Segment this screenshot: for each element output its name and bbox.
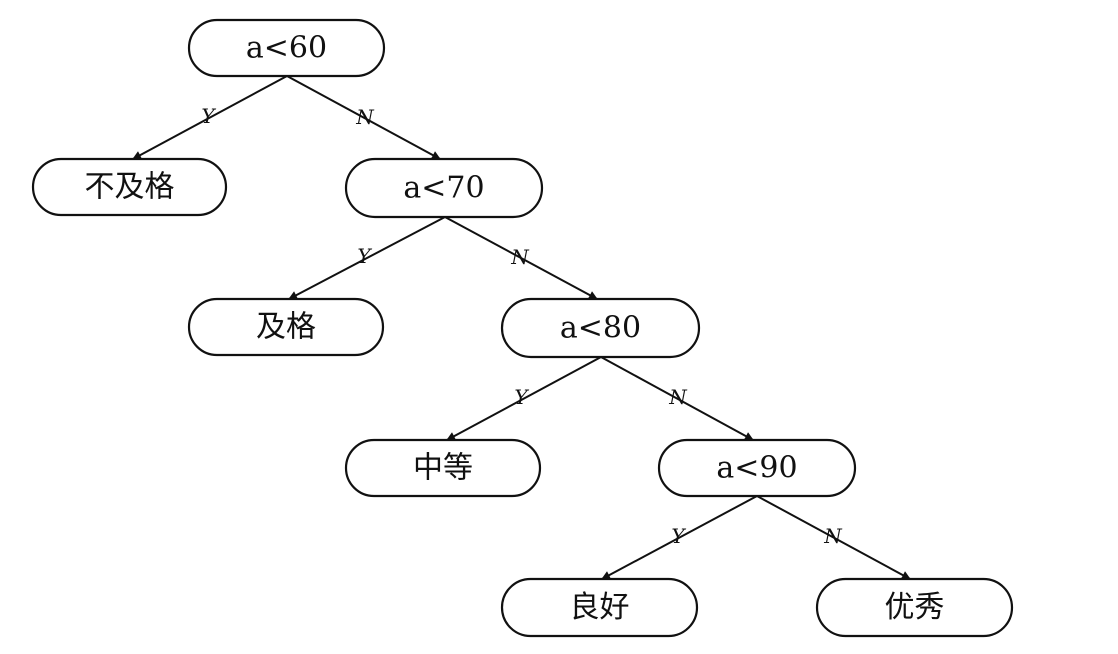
node-root: a<60 — [187, 18, 386, 78]
edge-label-n90-good: Y — [671, 524, 686, 548]
edge-n70-n80 — [444, 216, 598, 300]
edge-label-n80-medium: Y — [514, 385, 529, 409]
edge-root-n70 — [286, 75, 441, 160]
edge-labels: Y N Y N Y N Y N — [201, 104, 843, 548]
edge-n80-medium — [446, 356, 602, 441]
node-label-n90: a<90 — [716, 451, 797, 486]
edge-label-n90-excellent: N — [823, 524, 843, 548]
node-excellent: 优秀 — [815, 577, 1014, 638]
node-medium: 中等 — [344, 438, 542, 498]
edge-label-n80-n90: N — [668, 385, 688, 409]
node-label-pass: 及格 — [256, 310, 316, 345]
node-label-n70: a<70 — [403, 171, 484, 206]
edge-n90-good — [601, 495, 758, 580]
edge-label-root-n70: N — [355, 105, 375, 129]
node-good: 良好 — [500, 577, 699, 638]
edge-label-n70-n80: N — [510, 245, 530, 269]
node-n70: a<70 — [344, 157, 544, 219]
edge-label-root-fail: Y — [201, 104, 216, 128]
edges — [132, 75, 911, 580]
node-fail: 不及格 — [31, 157, 228, 217]
edge-n70-pass — [288, 216, 446, 300]
edge-n80-n90 — [600, 356, 754, 441]
node-label-good: 良好 — [570, 590, 630, 625]
node-label-root: a<60 — [246, 31, 327, 66]
edge-label-n70-pass: Y — [357, 244, 372, 268]
node-n90: a<90 — [657, 438, 857, 498]
node-label-fail: 不及格 — [85, 170, 175, 205]
node-n80: a<80 — [500, 297, 701, 359]
node-label-n80: a<80 — [560, 311, 641, 346]
edge-n90-excellent — [756, 495, 911, 580]
edge-root-fail — [132, 75, 288, 160]
node-label-excellent: 优秀 — [885, 590, 945, 625]
node-label-medium: 中等 — [413, 451, 473, 486]
node-pass: 及格 — [187, 297, 385, 357]
